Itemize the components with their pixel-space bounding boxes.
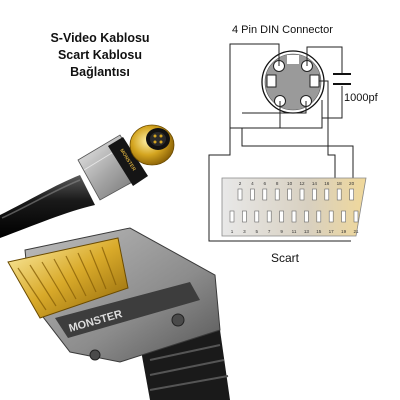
scart-pin	[279, 210, 284, 223]
scart-pin-label: 15	[316, 229, 322, 234]
scart-pin-label: 13	[304, 229, 310, 234]
scart-pin-label: 14	[312, 181, 318, 186]
title-line-1: S-Video Kablosu	[50, 31, 150, 45]
scart-pin	[336, 188, 342, 201]
scart-pin	[304, 210, 309, 223]
scart-pin	[237, 188, 243, 201]
scart-pin	[229, 210, 235, 223]
scart-pin	[274, 188, 280, 201]
scart-pin-label: 6	[264, 181, 267, 186]
scart-pin	[324, 188, 330, 201]
scart-pin	[349, 188, 354, 201]
scart-pin-label: 21	[353, 229, 359, 234]
scart-pin-label: 19	[341, 229, 347, 234]
capacitor	[333, 73, 351, 85]
scart-pin	[312, 188, 317, 201]
scart-pin-label: 4	[251, 181, 254, 186]
capacitor-label: 1000pf	[344, 92, 379, 104]
scart-pin-label: 3	[243, 229, 246, 234]
scart-pin	[299, 188, 305, 201]
title-line-3: Bağlantısı	[70, 65, 130, 79]
scart-pin-label: 7	[268, 229, 271, 234]
scart-pin-label: 12	[299, 181, 305, 186]
scart-pin	[316, 210, 322, 223]
scart-pin	[353, 210, 359, 223]
scart-pin-label: 10	[287, 181, 293, 186]
scart-pin	[287, 188, 292, 201]
wiring-lines	[208, 43, 354, 242]
scart-pin-label: 20	[349, 181, 355, 186]
din-connector	[261, 50, 325, 114]
diagram-title: S-Video Kablosu Scart Kablosu Bağlantısı	[0, 30, 200, 81]
scart-pin	[242, 210, 247, 223]
scart-pin-label: 18	[337, 181, 343, 186]
scart-pin	[341, 210, 346, 223]
scart-pin-label: 8	[276, 181, 279, 186]
scart-label: Scart	[271, 251, 300, 265]
scart-pin-label: 9	[280, 229, 283, 234]
scart-pin	[291, 210, 297, 223]
title-line-2: Scart Kablosu	[57, 48, 143, 62]
scart-pin	[250, 188, 255, 201]
scart-pin-label: 11	[292, 229, 297, 234]
scart-pin-label: 17	[329, 229, 335, 234]
scart-pin-label: 2	[239, 181, 242, 186]
scart-pin-label: 16	[324, 181, 330, 186]
svideo-cable: MONSTER	[0, 124, 175, 238]
scart-pin	[254, 210, 260, 223]
scart-pin-label: 5	[256, 229, 259, 234]
scart-plug: MONSTER	[7, 227, 230, 400]
scart-pin	[262, 188, 268, 201]
din-connector-label: 4 Pin DIN Connector	[232, 24, 333, 36]
scart-pin	[328, 210, 334, 223]
scart-pin	[266, 210, 272, 223]
scart-pin-label: 1	[231, 229, 234, 234]
